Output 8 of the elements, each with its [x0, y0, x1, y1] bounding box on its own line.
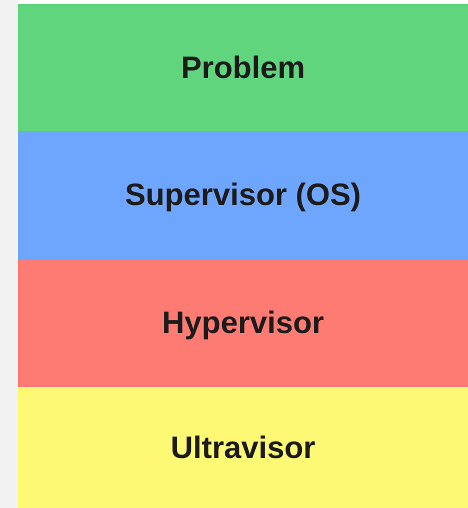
layer-band [18, 4, 468, 131]
layer-band [18, 387, 468, 508]
layer-band [18, 131, 468, 259]
layer-band [18, 259, 468, 387]
layer-label: Hypervisor [162, 305, 324, 341]
layer-label: Ultravisor [170, 430, 316, 466]
layer-label: Supervisor (OS) [125, 177, 361, 213]
layer-label: Problem [180, 50, 306, 86]
